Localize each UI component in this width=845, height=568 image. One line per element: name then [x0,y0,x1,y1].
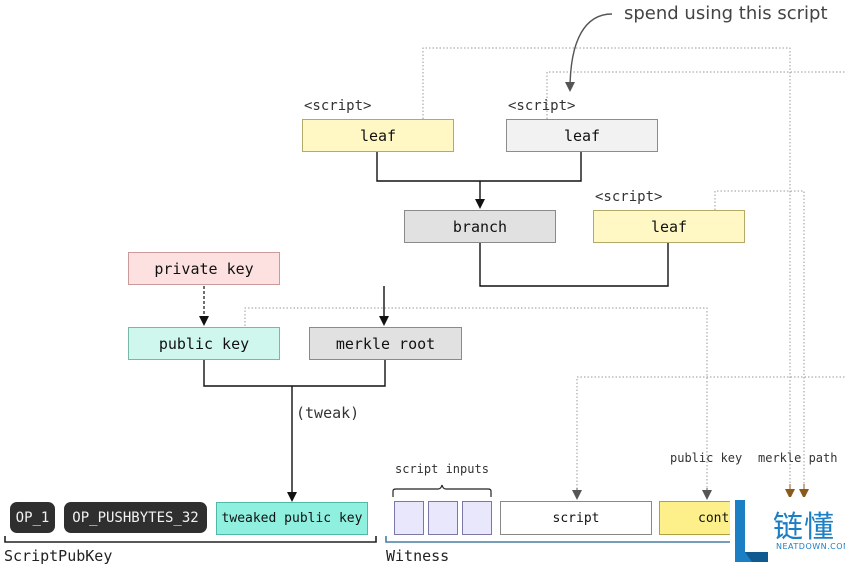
witness-label: Witness [386,547,450,565]
logo-subtext: NEATDOWN.COM [776,542,845,551]
public-key-pointer-label: public key [670,451,743,465]
witness-bracket [385,536,730,543]
merkle-root-box: merkle root [309,327,462,360]
script-inputs-label: script inputs [395,462,489,476]
witness-script-box: script [500,501,652,535]
script-input-slot-3 [462,501,492,535]
script-input-slot-1 [394,501,424,535]
script-tag-1: <script> [304,98,372,114]
scriptpubkey-bracket [4,536,377,543]
public-key-box: public key [128,327,280,360]
private-key-box: private key [128,252,280,285]
neatdown-logo: 链懂 NEATDOWN.COM [730,497,845,568]
tweaked-public-key-box: tweaked public key [216,502,368,535]
tree-lines [203,152,669,502]
spend-note: spend using this script [624,3,828,24]
script-inputs-brace [392,484,492,497]
logo-mark-icon [735,500,768,562]
scriptpubkey-label: ScriptPubKey [4,547,113,565]
script-tag-2: <script> [508,98,576,114]
dotted-lines [244,47,845,496]
op-1-token: OP_1 [10,502,55,533]
logo-text: 链懂 [773,510,835,545]
script-tag-3: <script> [595,189,663,205]
merkle-path-label: merkle path [758,451,838,465]
op-pushbytes-32-token: OP_PUSHBYTES_32 [64,502,207,533]
branch-node: branch [404,210,556,243]
leaf-node-1: leaf [302,119,454,152]
leaf-node-2: leaf [506,119,658,152]
tweak-label: (tweak) [296,404,360,422]
script-input-slot-2 [428,501,458,535]
leaf-node-3: leaf [593,210,745,243]
spend-pointer [565,13,613,92]
